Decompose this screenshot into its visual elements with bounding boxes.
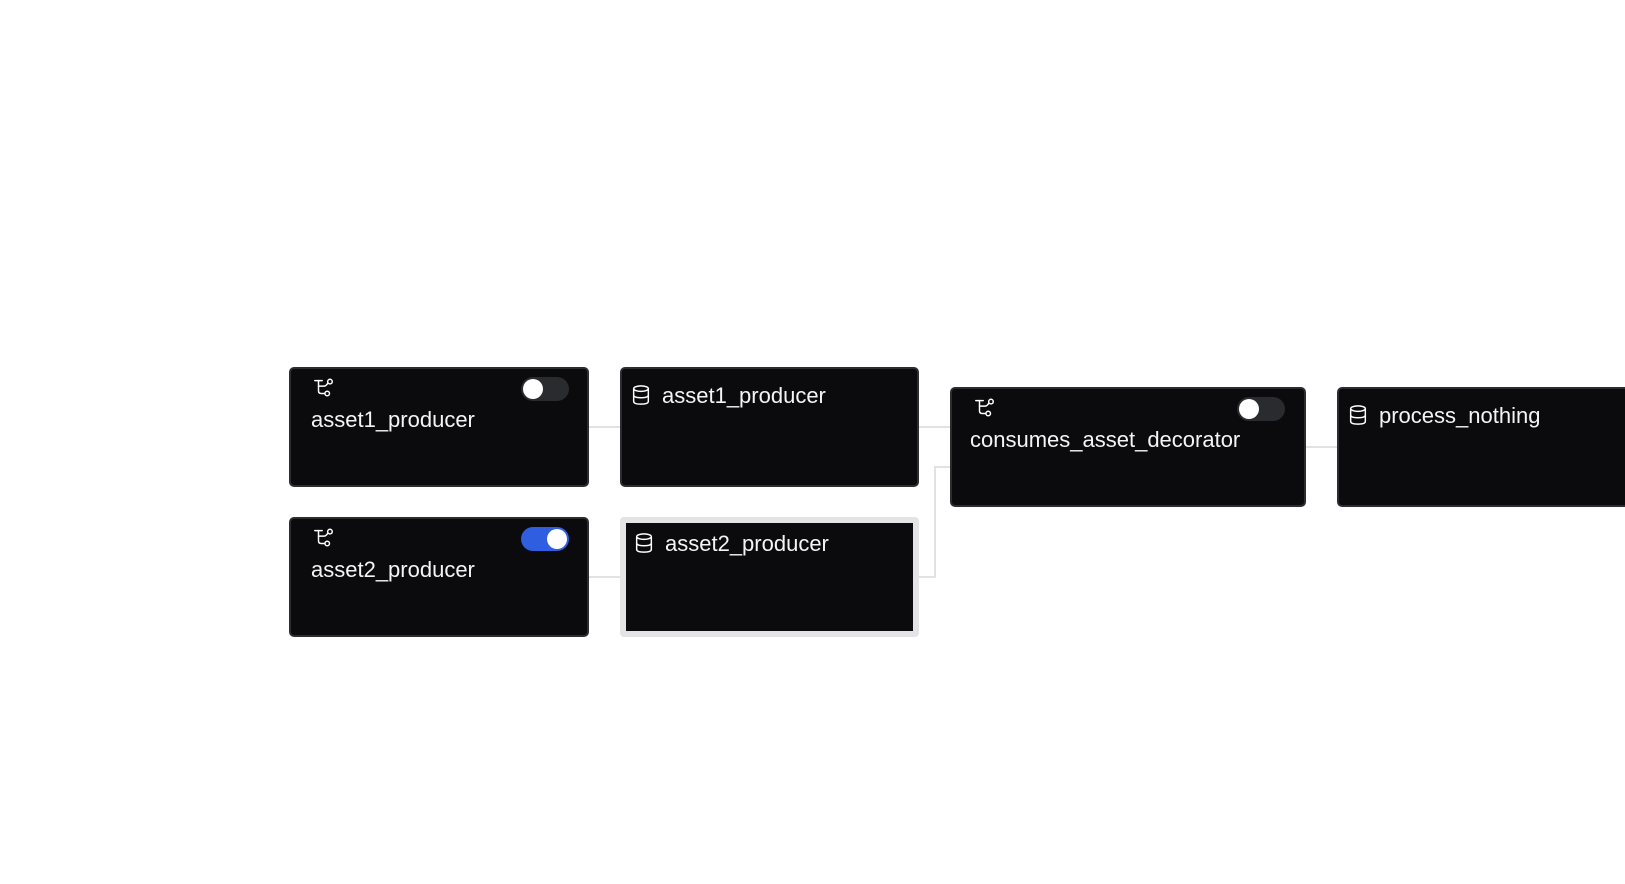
toggle-knob [523,379,543,399]
dag-node-label: asset1_producer [311,407,475,432]
database-icon [635,533,653,553]
dag-node-asset1-producer[interactable]: asset1_producer [289,367,589,487]
dag-pause-toggle[interactable] [521,377,569,401]
toggle-knob [547,529,567,549]
dag-icon [314,528,333,547]
dag-node-label: asset2_producer [311,557,475,582]
asset-node-asset1-producer[interactable]: asset1_producer [620,367,919,487]
asset-node-label: process_nothing [1379,403,1541,428]
database-icon [1349,405,1367,425]
dag-icon [314,378,333,397]
edge-asset2-to-consumes [919,466,950,578]
dag-pause-toggle[interactable] [521,527,569,551]
database-icon [632,385,650,405]
toggle-knob [1239,399,1259,419]
asset-node-process-nothing[interactable]: process_nothing [1337,387,1625,507]
dag-node-label: consumes_asset_decorator [970,427,1241,452]
dag-node-consumes-asset-decorator[interactable]: consumes_asset_decorator [950,387,1306,507]
asset-node-asset2-producer[interactable]: asset2_producer [620,517,919,637]
dag-node-asset2-producer[interactable]: asset2_producer [289,517,589,637]
dag-icon [975,398,994,417]
asset-node-label: asset2_producer [665,531,829,556]
dag-pause-toggle[interactable] [1237,397,1285,421]
asset-node-label: asset1_producer [662,383,826,408]
